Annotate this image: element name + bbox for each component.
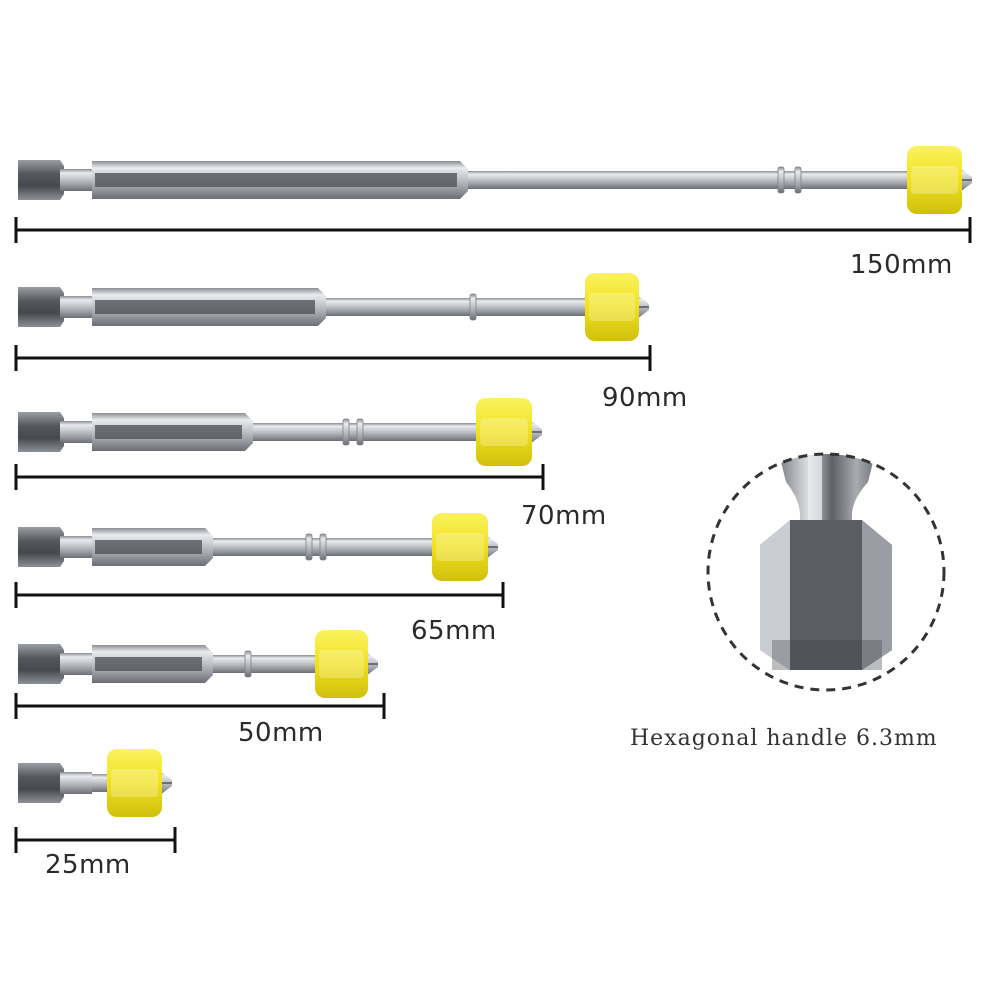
length-label-65mm: 65mm	[411, 616, 497, 646]
bit-neck	[60, 169, 92, 191]
dimension-line	[14, 464, 545, 490]
bit-shaft	[468, 171, 907, 189]
bit-neck	[60, 296, 92, 318]
bit-neck	[60, 421, 92, 443]
bit-shaft	[326, 298, 585, 316]
screwdriver-bit-70mm	[14, 398, 545, 490]
dimension-line	[14, 693, 386, 719]
hex-handle-caption: Hexagonal handle 6.3mm	[630, 726, 938, 751]
shaft-groove	[469, 293, 477, 321]
length-label-150mm: 150mm	[850, 250, 953, 280]
bit-hex-facet	[95, 173, 457, 187]
shaft-groove	[342, 418, 350, 446]
length-label-90mm: 90mm	[602, 383, 688, 413]
screwdriver-bit-50mm	[14, 630, 386, 719]
bit-shaft	[92, 774, 107, 792]
bit-hex-facet	[95, 300, 315, 314]
length-label-70mm: 70mm	[521, 501, 607, 531]
bit-shaft	[253, 423, 476, 441]
dimension-line	[14, 345, 652, 371]
bit-hex-facet	[95, 540, 202, 554]
hex-shank	[18, 763, 64, 803]
dimension-line	[14, 582, 505, 608]
bit-neck	[60, 653, 92, 675]
hex-shank	[18, 160, 64, 200]
shaft-groove	[794, 166, 802, 194]
hex-shank	[18, 527, 64, 567]
shaft-groove	[305, 533, 313, 561]
dimension-line	[14, 217, 972, 243]
bit-hex-facet	[95, 425, 242, 439]
bit-neck	[60, 772, 92, 794]
screwdriver-bit-150mm	[14, 146, 972, 243]
bit-shaft	[213, 655, 315, 673]
screwdriver-bit-65mm	[14, 513, 505, 608]
hex-shank	[18, 412, 64, 452]
bit-neck	[60, 536, 92, 558]
screwdriver-bit-90mm	[14, 273, 652, 371]
length-label-50mm: 50mm	[238, 718, 324, 748]
hex-shank	[18, 644, 64, 684]
screwdriver-bit-25mm	[14, 749, 177, 853]
hex-handle-detail	[706, 452, 946, 692]
shaft-groove	[319, 533, 327, 561]
shaft-groove	[356, 418, 364, 446]
shaft-groove	[244, 650, 252, 678]
bit-hex-facet	[95, 657, 202, 671]
length-label-25mm: 25mm	[45, 850, 131, 880]
shaft-groove	[777, 166, 785, 194]
hex-shank	[18, 287, 64, 327]
dimension-line	[14, 827, 177, 853]
